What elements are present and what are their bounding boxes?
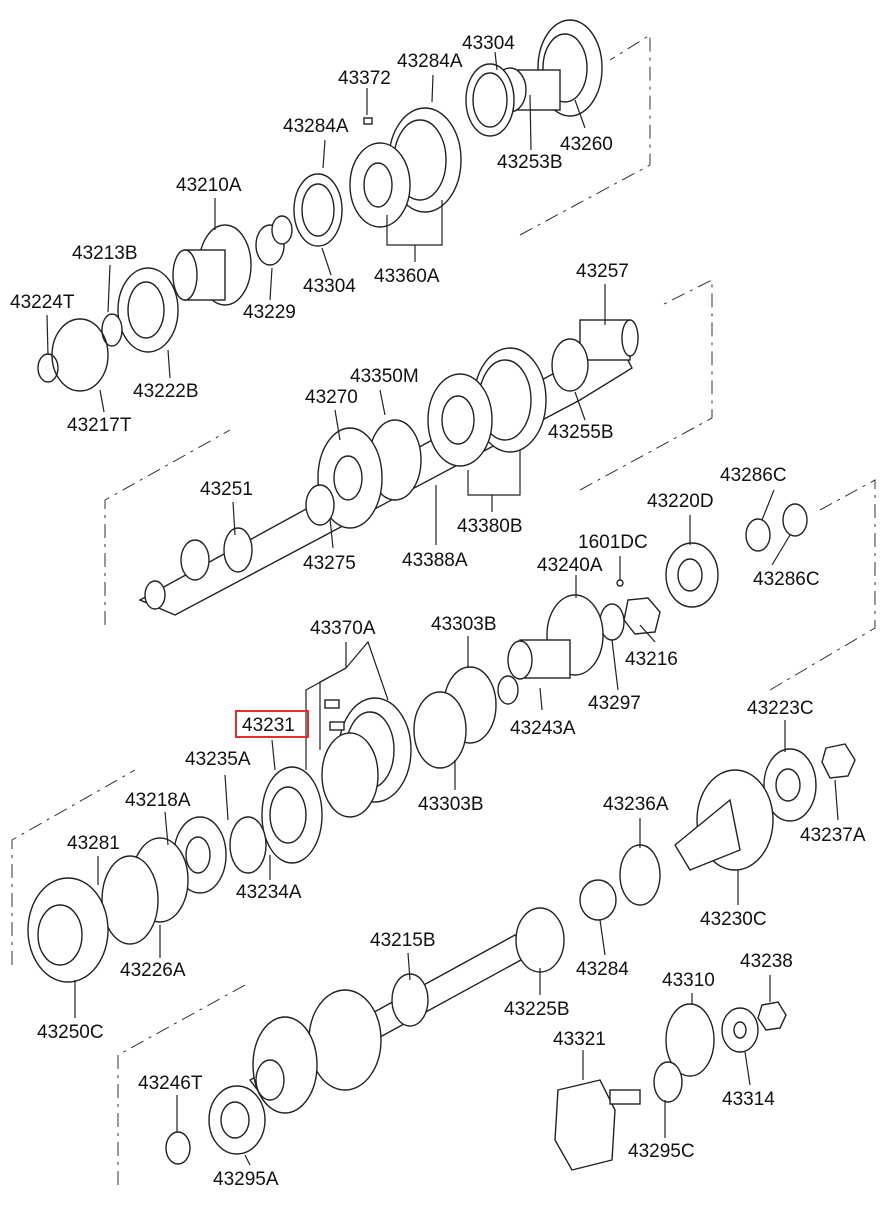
part-label[interactable]: 43224T [10, 292, 75, 313]
part-label[interactable]: 43380B [457, 516, 523, 537]
input-shaft-group [37, 19, 603, 392]
part-label[interactable]: 43218A [125, 790, 191, 811]
part-label[interactable]: 43231 [242, 715, 295, 736]
part-label[interactable]: 43243A [510, 718, 576, 739]
rear-bearing-group [599, 503, 808, 641]
part-label[interactable]: 43303B [431, 614, 497, 635]
part-label[interactable]: 43223C [747, 698, 814, 719]
part-label[interactable]: 43237A [800, 825, 866, 846]
part-label[interactable]: 43230C [700, 909, 767, 930]
part-label[interactable]: 43297 [588, 693, 641, 714]
part-label[interactable]: 43314 [722, 1089, 775, 1110]
part-label[interactable]: 43222B [133, 381, 199, 402]
part-label[interactable]: 43304 [303, 276, 356, 297]
part-label[interactable]: 43216 [625, 649, 678, 670]
part-label[interactable]: 43310 [662, 970, 715, 991]
part-label[interactable]: 43251 [200, 479, 253, 500]
part-label[interactable]: 43229 [243, 302, 296, 323]
part-label[interactable]: 43303B [418, 794, 484, 815]
part-label[interactable]: 43246T [138, 1073, 203, 1094]
idler-group [554, 1001, 787, 1171]
part-label[interactable]: 43270 [305, 387, 358, 408]
output-shaft-group [138, 319, 639, 616]
part-label[interactable]: 43257 [576, 261, 629, 282]
part-label[interactable]: 43321 [553, 1029, 606, 1050]
part-label[interactable]: 43372 [338, 68, 391, 89]
part-label[interactable]: 43388A [402, 550, 468, 571]
reverse-group [579, 743, 856, 921]
highlight-box [235, 710, 309, 738]
part-label[interactable]: 43295A [213, 1169, 279, 1190]
part-label[interactable]: 43370A [310, 618, 376, 639]
part-label[interactable]: 43284A [397, 51, 463, 72]
part-label[interactable]: 43238 [740, 951, 793, 972]
part-label[interactable]: 43236A [603, 794, 669, 815]
part-label[interactable]: 43226A [120, 960, 186, 981]
part-label[interactable]: 43255B [548, 422, 614, 443]
part-label[interactable]: 43215B [370, 930, 436, 951]
part-label[interactable]: 43250C [37, 1022, 104, 1043]
part-label[interactable]: 1601DC [578, 532, 648, 553]
part-label[interactable]: 43304 [462, 33, 515, 54]
part-label[interactable]: 43286C [753, 569, 820, 590]
part-label[interactable]: 43234A [236, 882, 302, 903]
part-label[interactable]: 43360A [374, 266, 440, 287]
part-label[interactable]: 43220D [647, 491, 714, 512]
part-label[interactable]: 43284 [576, 959, 629, 980]
part-label[interactable]: 43235A [185, 749, 251, 770]
part-label[interactable]: 43350M [350, 366, 419, 387]
part-label[interactable]: 43281 [67, 833, 120, 854]
part-label[interactable]: 43213B [72, 243, 138, 264]
part-label[interactable]: 43295C [628, 1141, 695, 1162]
part-label[interactable]: 43217T [67, 415, 132, 436]
part-label[interactable]: 43240A [537, 555, 603, 576]
part-label[interactable]: 43284A [283, 116, 349, 137]
part-label[interactable]: 43225B [504, 999, 570, 1020]
part-labels: 43304 43284A 43372 43284A 43260 43253B 4… [10, 33, 866, 1190]
part-label[interactable]: 43260 [560, 134, 613, 155]
part-label[interactable]: 43275 [303, 553, 356, 574]
leader-lines [46, 51, 839, 1166]
part-label[interactable]: 43210A [176, 175, 242, 196]
group-boundaries [11, 34, 876, 1185]
fifth-gear-group [321, 594, 604, 818]
countershaft-group [165, 907, 565, 1165]
part-label[interactable]: 43253B [497, 152, 563, 173]
part-label[interactable]: 43286C [720, 465, 787, 486]
counter-gear-group [27, 766, 323, 983]
